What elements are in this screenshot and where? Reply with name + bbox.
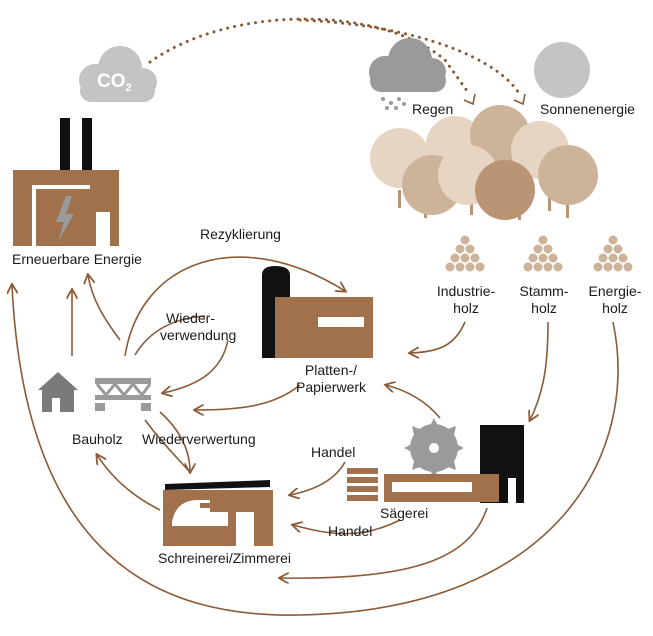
stammholz-line-1: Stamm- xyxy=(519,283,569,299)
arrow-wieder-to-bauholz xyxy=(163,339,229,393)
log-pile-energieholz-icon xyxy=(592,234,634,273)
wiederverwertung-label: Wiederverwertung xyxy=(142,431,256,447)
arrow-industrieholz-to-platten xyxy=(410,321,466,353)
energieholz-label: Energie- holz xyxy=(587,283,643,317)
bauholz-label: Bauholz xyxy=(72,431,123,447)
co2-main-text: CO xyxy=(97,71,126,92)
saw-blade-icon xyxy=(404,418,464,478)
arrow-rezyklierung xyxy=(124,256,345,357)
platten-line-2: Papierwerk xyxy=(295,379,367,395)
handel-lower-label: Handel xyxy=(328,523,373,539)
arrow-saegerei-to-bottom xyxy=(280,507,488,578)
platten-line-1: Platten-/ xyxy=(304,362,358,378)
wiederverwendung-label: Wieder- verwendung xyxy=(160,310,236,344)
erneuerbare-energie-label: Erneuerbare Energie xyxy=(12,251,142,267)
dotted-arrowheads xyxy=(463,93,526,106)
energieholz-line-1: Energie- xyxy=(588,283,642,299)
platten-papierwerk-label: Platten-/ Papierwerk xyxy=(286,362,376,396)
rezyklierung-label: Rezyklierung xyxy=(200,226,281,242)
bridge-icon xyxy=(95,378,152,411)
co2-cloud-icon xyxy=(79,46,157,102)
wiederverwendung-line-2: verwendung xyxy=(160,327,237,343)
regen-label: Regen xyxy=(412,101,454,117)
saegerei-building-icon xyxy=(347,418,524,503)
log-pile-stammholz-icon xyxy=(522,234,564,273)
plattenwerk-building-icon xyxy=(262,266,373,358)
schreinerei-label: Schreinerei/Zimmerei xyxy=(158,550,292,566)
arrow-bauholz-to-schreinerei xyxy=(159,411,190,472)
handel-upper-label: Handel xyxy=(311,444,356,460)
arrow-wiederverwendung xyxy=(134,315,206,356)
arrow-handel-lower xyxy=(293,519,401,535)
co2-label: CO2 xyxy=(97,71,132,94)
industrieholz-label: Industrie- holz xyxy=(435,283,497,317)
co2-subscript-text: 2 xyxy=(125,82,132,94)
sonnenenergie-label: Sonnenenergie xyxy=(540,101,635,117)
industrieholz-line-2: holz xyxy=(453,300,479,316)
industrieholz-line-1: Industrie- xyxy=(436,283,496,299)
forest-icon xyxy=(370,105,598,220)
stammholz-line-2: holz xyxy=(531,300,557,316)
sun-icon xyxy=(534,42,590,98)
arrow-saegerei-to-platten xyxy=(386,385,441,419)
arrow-stammholz-to-saegerei xyxy=(530,321,549,420)
stammholz-label: Stamm- holz xyxy=(518,283,570,317)
arrow-to-erneuerbar-2 xyxy=(88,275,121,341)
arrow-wiederverwertung xyxy=(144,419,189,471)
log-pile-industrieholz-icon xyxy=(444,234,486,273)
arrow-energieholz-around xyxy=(12,285,619,616)
wiederverwendung-line-1: Wieder- xyxy=(166,310,216,326)
saegerei-label: Sägerei xyxy=(380,505,429,521)
rain-cloud-icon xyxy=(369,38,446,110)
co2-dotted-arc xyxy=(148,17,522,97)
energieholz-line-2: holz xyxy=(602,300,628,316)
arrow-schreinerei-to-bauholz xyxy=(97,455,161,511)
house-icon xyxy=(38,372,78,412)
power-plant-icon xyxy=(13,118,119,246)
arrow-handel-upper xyxy=(290,461,346,495)
arrow-platten-to-schreinerei xyxy=(195,384,301,410)
schreinerei-building-icon xyxy=(163,480,273,546)
flow-arrows xyxy=(12,256,619,616)
